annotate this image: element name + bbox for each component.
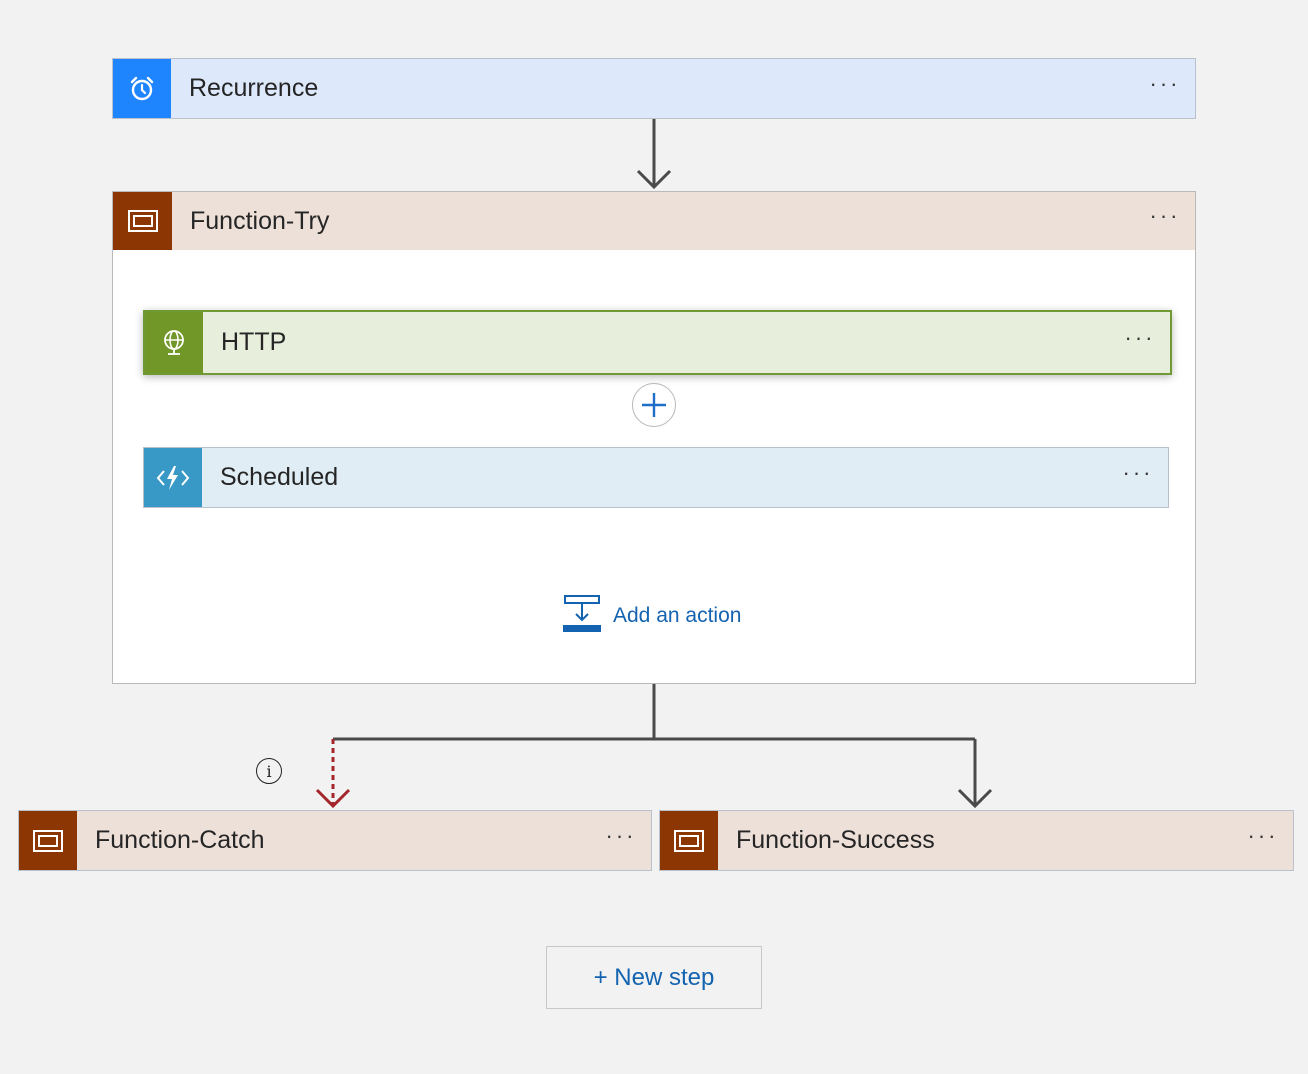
function-try-header[interactable]: Function-Try ··· bbox=[113, 192, 1195, 250]
add-action-button[interactable]: Add an action bbox=[563, 594, 741, 637]
new-step-label: + New step bbox=[593, 963, 715, 991]
function-catch-title: Function-Catch bbox=[95, 826, 265, 854]
info-icon[interactable]: i bbox=[256, 758, 282, 784]
scheduled-step[interactable]: Scheduled ··· bbox=[143, 447, 1169, 508]
function-catch-more-button[interactable]: ··· bbox=[605, 822, 637, 848]
globe-icon bbox=[145, 312, 203, 373]
recurrence-title: Recurrence bbox=[189, 74, 319, 102]
insert-step-button[interactable] bbox=[632, 383, 676, 427]
alarm-clock-icon bbox=[113, 59, 171, 118]
azure-function-icon bbox=[144, 448, 202, 507]
function-catch-step[interactable]: Function-Catch ··· bbox=[18, 810, 652, 871]
http-title: HTTP bbox=[221, 328, 287, 356]
function-try-title: Function-Try bbox=[190, 206, 330, 235]
function-try-scope: Function-Try ··· Add an action bbox=[112, 191, 1196, 684]
recurrence-more-button[interactable]: ··· bbox=[1149, 70, 1181, 96]
add-action-label: Add an action bbox=[613, 603, 742, 627]
recurrence-step[interactable]: Recurrence ··· bbox=[112, 58, 1196, 119]
function-success-more-button[interactable]: ··· bbox=[1247, 822, 1279, 848]
add-action-icon bbox=[563, 594, 601, 637]
scope-icon bbox=[660, 811, 718, 870]
http-step[interactable]: HTTP ··· bbox=[143, 310, 1172, 375]
scheduled-title: Scheduled bbox=[220, 463, 339, 491]
function-success-title: Function-Success bbox=[736, 826, 935, 854]
new-step-button[interactable]: + New step bbox=[546, 946, 762, 1009]
function-try-more-button[interactable]: ··· bbox=[1149, 203, 1181, 228]
http-more-button[interactable]: ··· bbox=[1124, 324, 1156, 350]
plus-icon bbox=[642, 393, 666, 417]
scheduled-more-button[interactable]: ··· bbox=[1122, 459, 1154, 485]
info-symbol: i bbox=[266, 761, 272, 781]
scope-icon bbox=[19, 811, 77, 870]
function-success-step[interactable]: Function-Success ··· bbox=[659, 810, 1294, 871]
scope-icon bbox=[113, 192, 172, 250]
